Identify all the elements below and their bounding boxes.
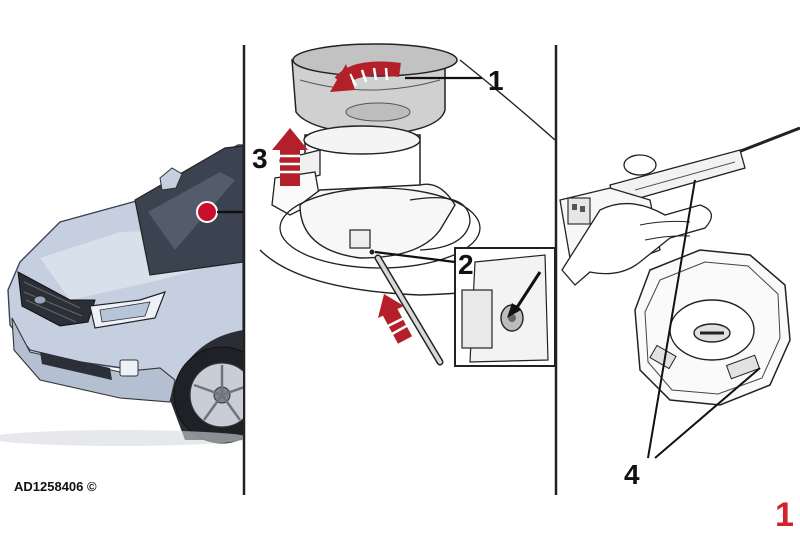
callout-4: 4 [624,459,640,490]
push-arrow-icon [378,294,413,344]
callout-2: 2 [458,249,474,280]
reference-code: AD1258406 © [14,479,97,494]
red-dot-marker-icon [196,201,218,223]
callout-2-leader [374,250,456,264]
callout-3: 3 [252,143,268,174]
ignition-switch-illustration [259,43,556,367]
curved-arrow-icon [330,61,401,92]
diagonal-arrow-icon [512,271,542,313]
step-number: 1 [775,496,794,533]
up-arrow-icon [272,128,308,186]
callout-4-leader-b [654,367,761,459]
car-illustration [0,144,243,446]
callout-4-leader-a [647,179,696,459]
lock-housing-illustration [559,126,800,459]
callout-1: 1 [488,65,504,96]
